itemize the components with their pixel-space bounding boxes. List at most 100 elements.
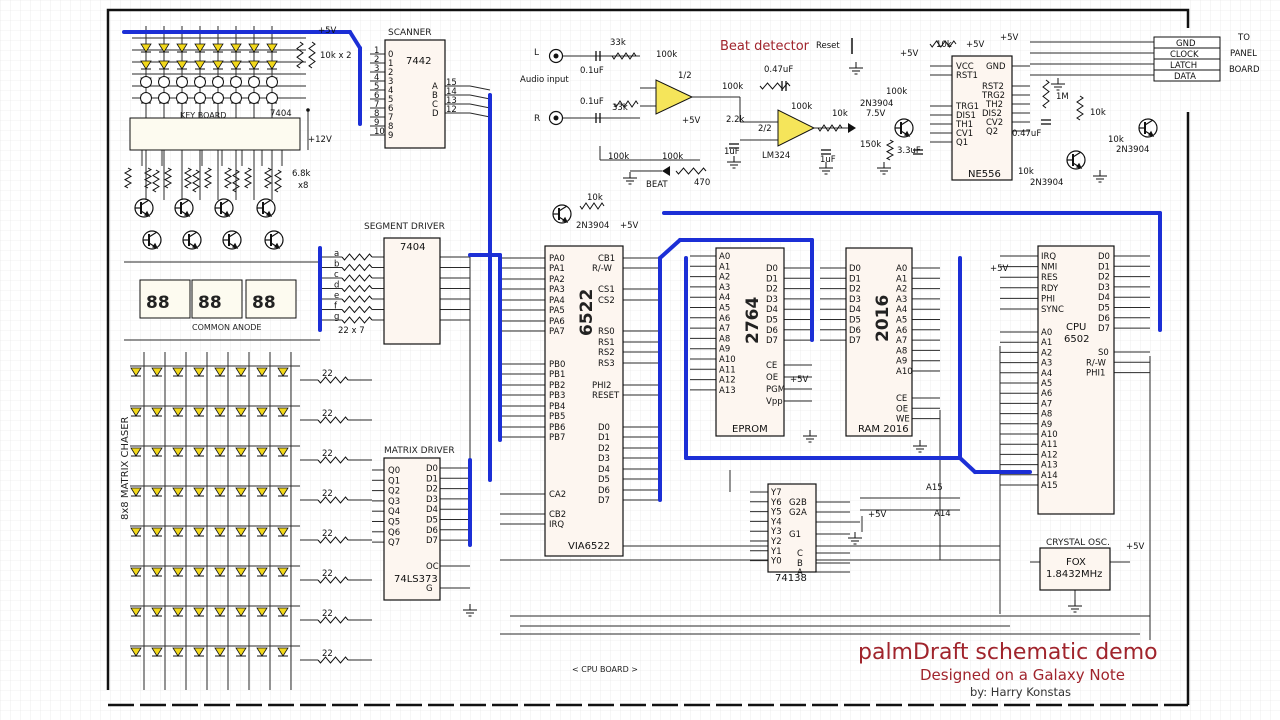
ground-symbol bbox=[848, 532, 862, 545]
pin-label: RS1 bbox=[598, 338, 615, 348]
chaser-led bbox=[277, 447, 289, 457]
chaser-led bbox=[256, 647, 268, 657]
pin-label: A7 bbox=[896, 336, 907, 346]
chaser-led bbox=[193, 567, 205, 577]
pin-label: Vpp bbox=[766, 397, 783, 407]
chaser-led bbox=[172, 487, 184, 497]
chaser-led bbox=[214, 487, 226, 497]
scanner-chip bbox=[384, 39, 446, 149]
pin-label: A6 bbox=[1041, 389, 1052, 399]
pin-label: A2 bbox=[896, 285, 907, 295]
r100k-f: 100k bbox=[886, 87, 907, 97]
pullup-resistor bbox=[123, 167, 133, 189]
title-author: by: Harry Konstas bbox=[970, 685, 1072, 699]
segment-resistor bbox=[341, 253, 373, 261]
pin-label: D3 bbox=[598, 454, 610, 464]
key-switch bbox=[212, 92, 224, 104]
r10k-d: 10k bbox=[1108, 135, 1124, 145]
chaser-resistor bbox=[317, 536, 349, 544]
pin-label: Y1 bbox=[770, 547, 782, 557]
r10k-c: 10k bbox=[1090, 108, 1106, 118]
chaser-led bbox=[235, 607, 247, 617]
pin-label: D1 bbox=[1098, 262, 1110, 272]
pin-label: D5 bbox=[1098, 304, 1110, 314]
wire bbox=[958, 456, 977, 474]
pin-label: D1 bbox=[598, 433, 610, 443]
ram-sub: RAM 2016 bbox=[858, 424, 909, 435]
eprom-chip bbox=[715, 247, 785, 437]
chaser-resistor bbox=[317, 416, 349, 424]
wire bbox=[469, 103, 491, 109]
beat-led bbox=[662, 166, 670, 176]
base-resistor bbox=[152, 169, 160, 193]
pin-label: D0 bbox=[426, 464, 438, 474]
chaser-led bbox=[172, 527, 184, 537]
pin-label: D7 bbox=[766, 336, 778, 346]
chaser-led bbox=[256, 367, 268, 377]
ground-symbol bbox=[803, 430, 817, 443]
keyboard-buffer-label: 7404 bbox=[270, 109, 292, 119]
digit-transistor bbox=[222, 230, 242, 250]
pin-label: A5 bbox=[1041, 379, 1052, 389]
chaser-led bbox=[193, 447, 205, 457]
base-resistor bbox=[232, 169, 240, 193]
pin-label: IRQ bbox=[549, 520, 564, 530]
input-resistor bbox=[613, 100, 639, 108]
key-switch bbox=[248, 76, 260, 88]
pin-label: A14 bbox=[1041, 471, 1058, 481]
pin-label: S0 bbox=[1098, 348, 1109, 358]
c1u-a bbox=[729, 143, 739, 149]
pin-label: RS2 bbox=[598, 348, 615, 358]
chaser-led bbox=[214, 407, 226, 417]
zener-diode bbox=[848, 123, 856, 133]
pin-label: A10 bbox=[896, 367, 913, 377]
chaser-led bbox=[256, 447, 268, 457]
bus-layer bbox=[122, 30, 1162, 547]
r100k-a: 100k bbox=[656, 50, 677, 60]
reset-resistor bbox=[929, 40, 957, 48]
pin-label: f bbox=[334, 302, 338, 312]
scanner-pullup bbox=[308, 41, 316, 69]
pin-label: Y5 bbox=[770, 508, 782, 518]
pin-label: PA7 bbox=[549, 327, 565, 337]
chaser-led bbox=[130, 487, 142, 497]
cpu-name: CPU bbox=[1066, 322, 1086, 333]
pin-label: D3 bbox=[426, 495, 438, 505]
via-sub: VIA6522 bbox=[568, 541, 610, 552]
pin-label: D3 bbox=[849, 295, 861, 305]
pin-label: A2 bbox=[1041, 348, 1052, 358]
r68k-label: 6.8k bbox=[292, 169, 311, 179]
pin-label: 13 bbox=[446, 96, 457, 106]
key-switch bbox=[158, 76, 170, 88]
chaser-led bbox=[151, 487, 163, 497]
pin-label: 15 bbox=[446, 78, 457, 88]
chaser-label: 8x8 MATRIX CHASER bbox=[120, 416, 131, 520]
pin-label: A8 bbox=[896, 346, 907, 356]
pin-label: G1 bbox=[789, 530, 801, 540]
pin-label: A1 bbox=[896, 274, 907, 284]
pin-label: A11 bbox=[1041, 440, 1058, 450]
pullup-resistor bbox=[263, 167, 273, 189]
chaser-led bbox=[256, 567, 268, 577]
title-sub: Designed on a Galaxy Note bbox=[920, 666, 1125, 684]
chaser-led bbox=[256, 607, 268, 617]
out-resistor bbox=[817, 124, 843, 132]
vcc-label: +5V bbox=[318, 26, 337, 36]
pin-label: RDY bbox=[1041, 284, 1059, 294]
pin-label: D2 bbox=[766, 285, 778, 295]
pin-label: Y3 bbox=[770, 527, 782, 537]
key-switch bbox=[140, 76, 152, 88]
pin-label: D2 bbox=[598, 444, 610, 454]
cpu-chip bbox=[1037, 245, 1115, 515]
pin-label: 5 bbox=[374, 82, 379, 92]
pin-label: D5 bbox=[849, 316, 861, 326]
pin-label: CA2 bbox=[549, 490, 566, 500]
keyboard-diode bbox=[140, 43, 152, 53]
pin-label: D7 bbox=[426, 536, 438, 546]
segment-resistor bbox=[341, 263, 373, 272]
pin-label: 2 bbox=[388, 68, 393, 78]
pin-label: PB4 bbox=[549, 402, 565, 412]
panel-connector[interactable]: GND CLOCK LATCH DATA TO PANEL BOARD bbox=[1153, 33, 1260, 82]
pin-label: B bbox=[797, 559, 803, 569]
